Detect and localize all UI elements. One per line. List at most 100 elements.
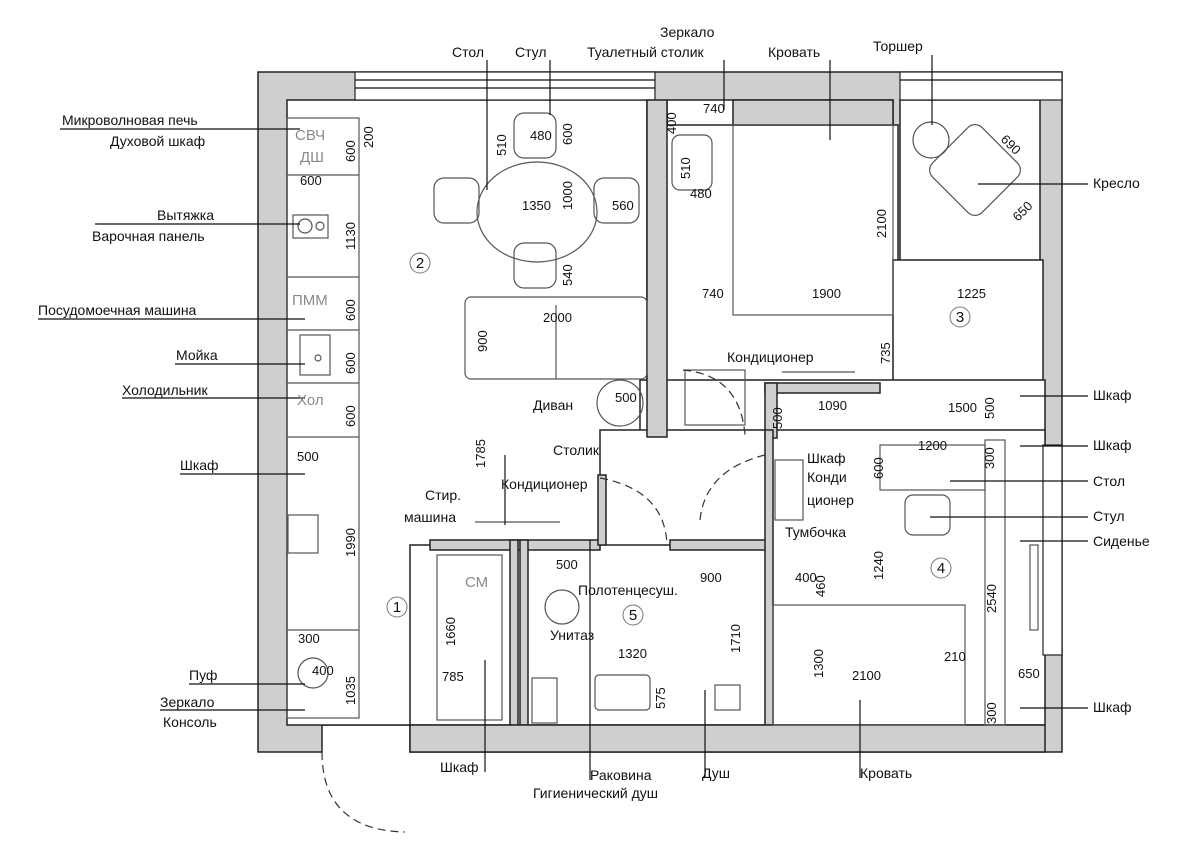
bed-4 [772,604,966,726]
dimension-label: 210 [944,649,966,664]
callout-label: Стул [515,44,547,60]
coffee-table [596,379,644,427]
appliance-label: ПММ [292,292,328,309]
callout-label: Шкаф [180,457,219,473]
dimension-label: 900 [700,570,722,585]
dimension-label: 1900 [812,286,841,301]
callout-label: Сиденье [1093,533,1150,549]
dimension-label: 480 [690,186,712,201]
dimension-label: 600 [343,299,358,321]
dimension-label: 2100 [852,668,881,683]
dimension-label: 560 [612,198,634,213]
room-number-circle [949,306,971,328]
sink [594,674,651,711]
dimension-label: 2100 [874,209,889,238]
room-number-circle [930,557,952,579]
room-number: 2 [416,255,424,272]
dimension-label: 600 [871,457,886,479]
callout-label: Зеркало [160,694,215,710]
appliance-label: ДШ [300,149,324,166]
callout-label: Стол [452,44,484,60]
appliance-label: Хол [297,392,324,409]
dining-table [476,161,598,263]
furniture-callout-label: Шкаф [807,450,846,466]
callout-lines [38,55,1088,780]
dimension-label: 1660 [443,617,458,646]
armchair [929,124,1021,216]
walls [257,71,1063,753]
callout-label: Мойка [176,347,218,363]
room-number: 3 [956,309,964,326]
dimension-label: 740 [703,101,725,116]
dimension-label: 480 [530,128,552,143]
dimension-label: 1035 [343,676,358,705]
callout-label: Холодильник [122,382,208,398]
floor-lamp [912,121,950,159]
dimension-label: 400 [312,663,334,678]
room-number-circle [622,604,644,626]
callout-label: Душ [702,765,730,781]
callout-label: Гигиенический душ [533,785,658,801]
furniture-callout-label: Столик [553,442,600,458]
dimension-label: 1200 [918,438,947,453]
callout-label: Шкаф [1093,699,1132,715]
room-number: 4 [937,560,945,577]
furniture-callout-label: машина [404,509,456,525]
furniture-callout-label: Стир. [425,487,461,503]
callout-label: Шкаф [440,759,479,775]
dimension-label: 500 [556,557,578,572]
room-number-circle [386,596,408,618]
furniture-callout-label: Кондиционер [727,349,814,365]
room-number-circle [409,252,431,274]
callout-label: Стол [1093,473,1125,489]
dimension-label: 460 [813,575,828,597]
appliance-label: СВЧ [295,127,325,144]
callout-label: Шкаф [1093,387,1132,403]
dimension-label: 1240 [871,551,886,580]
appliance-label: СМ [465,574,488,591]
dimension-label: 300 [982,447,997,469]
dimension-label: 600 [343,140,358,162]
dimension-label: 785 [442,669,464,684]
callout-label: Кровать [860,765,912,781]
pouf [297,657,329,689]
bed-3 [732,124,894,316]
dimension-label: 1350 [522,198,551,213]
dimension-label: 500 [982,397,997,419]
dimension-label: 1225 [957,286,986,301]
callout-label: Раковина [590,767,652,783]
callout-label: Духовой шкаф [110,133,205,149]
callout-label: Вытяжка [157,207,214,223]
callout-label: Посудомоечная машина [38,302,197,318]
dimension-label: 500 [297,449,319,464]
callout-label: Шкаф [1093,437,1132,453]
dimension-label: 1130 [343,222,358,250]
dimension-label: 740 [702,286,724,301]
callout-label: Варочная панель [92,228,205,244]
toilet [544,589,580,625]
furniture-callout-label: Диван [533,397,573,413]
dimension-label: 735 [878,342,893,364]
furniture-callout-label: ционер [807,492,854,508]
callout-label: Консоль [163,714,217,730]
callout-label: Кровать [768,44,820,60]
dimension-label: 540 [560,264,575,286]
callout-label: Торшер [873,38,923,54]
dimension-label: 1320 [618,646,647,661]
dimension-label: 600 [560,123,575,145]
room-number: 5 [629,607,637,624]
dimension-label: 2000 [543,310,572,325]
callout-label: Кресло [1093,175,1140,191]
dimension-label: 500 [770,407,785,429]
dimension-label: 1990 [343,528,358,557]
dimension-label: 300 [298,631,320,646]
dimension-label: 1000 [560,181,575,210]
dimension-label: 650 [1018,666,1040,681]
dimension-label: 1500 [948,400,977,415]
callout-label: Зеркало [660,24,715,40]
callout-label: Микроволновая печь [62,112,198,128]
dimension-label: 600 [343,352,358,374]
dimension-label: 600 [343,405,358,427]
dimension-label: 400 [795,570,817,585]
